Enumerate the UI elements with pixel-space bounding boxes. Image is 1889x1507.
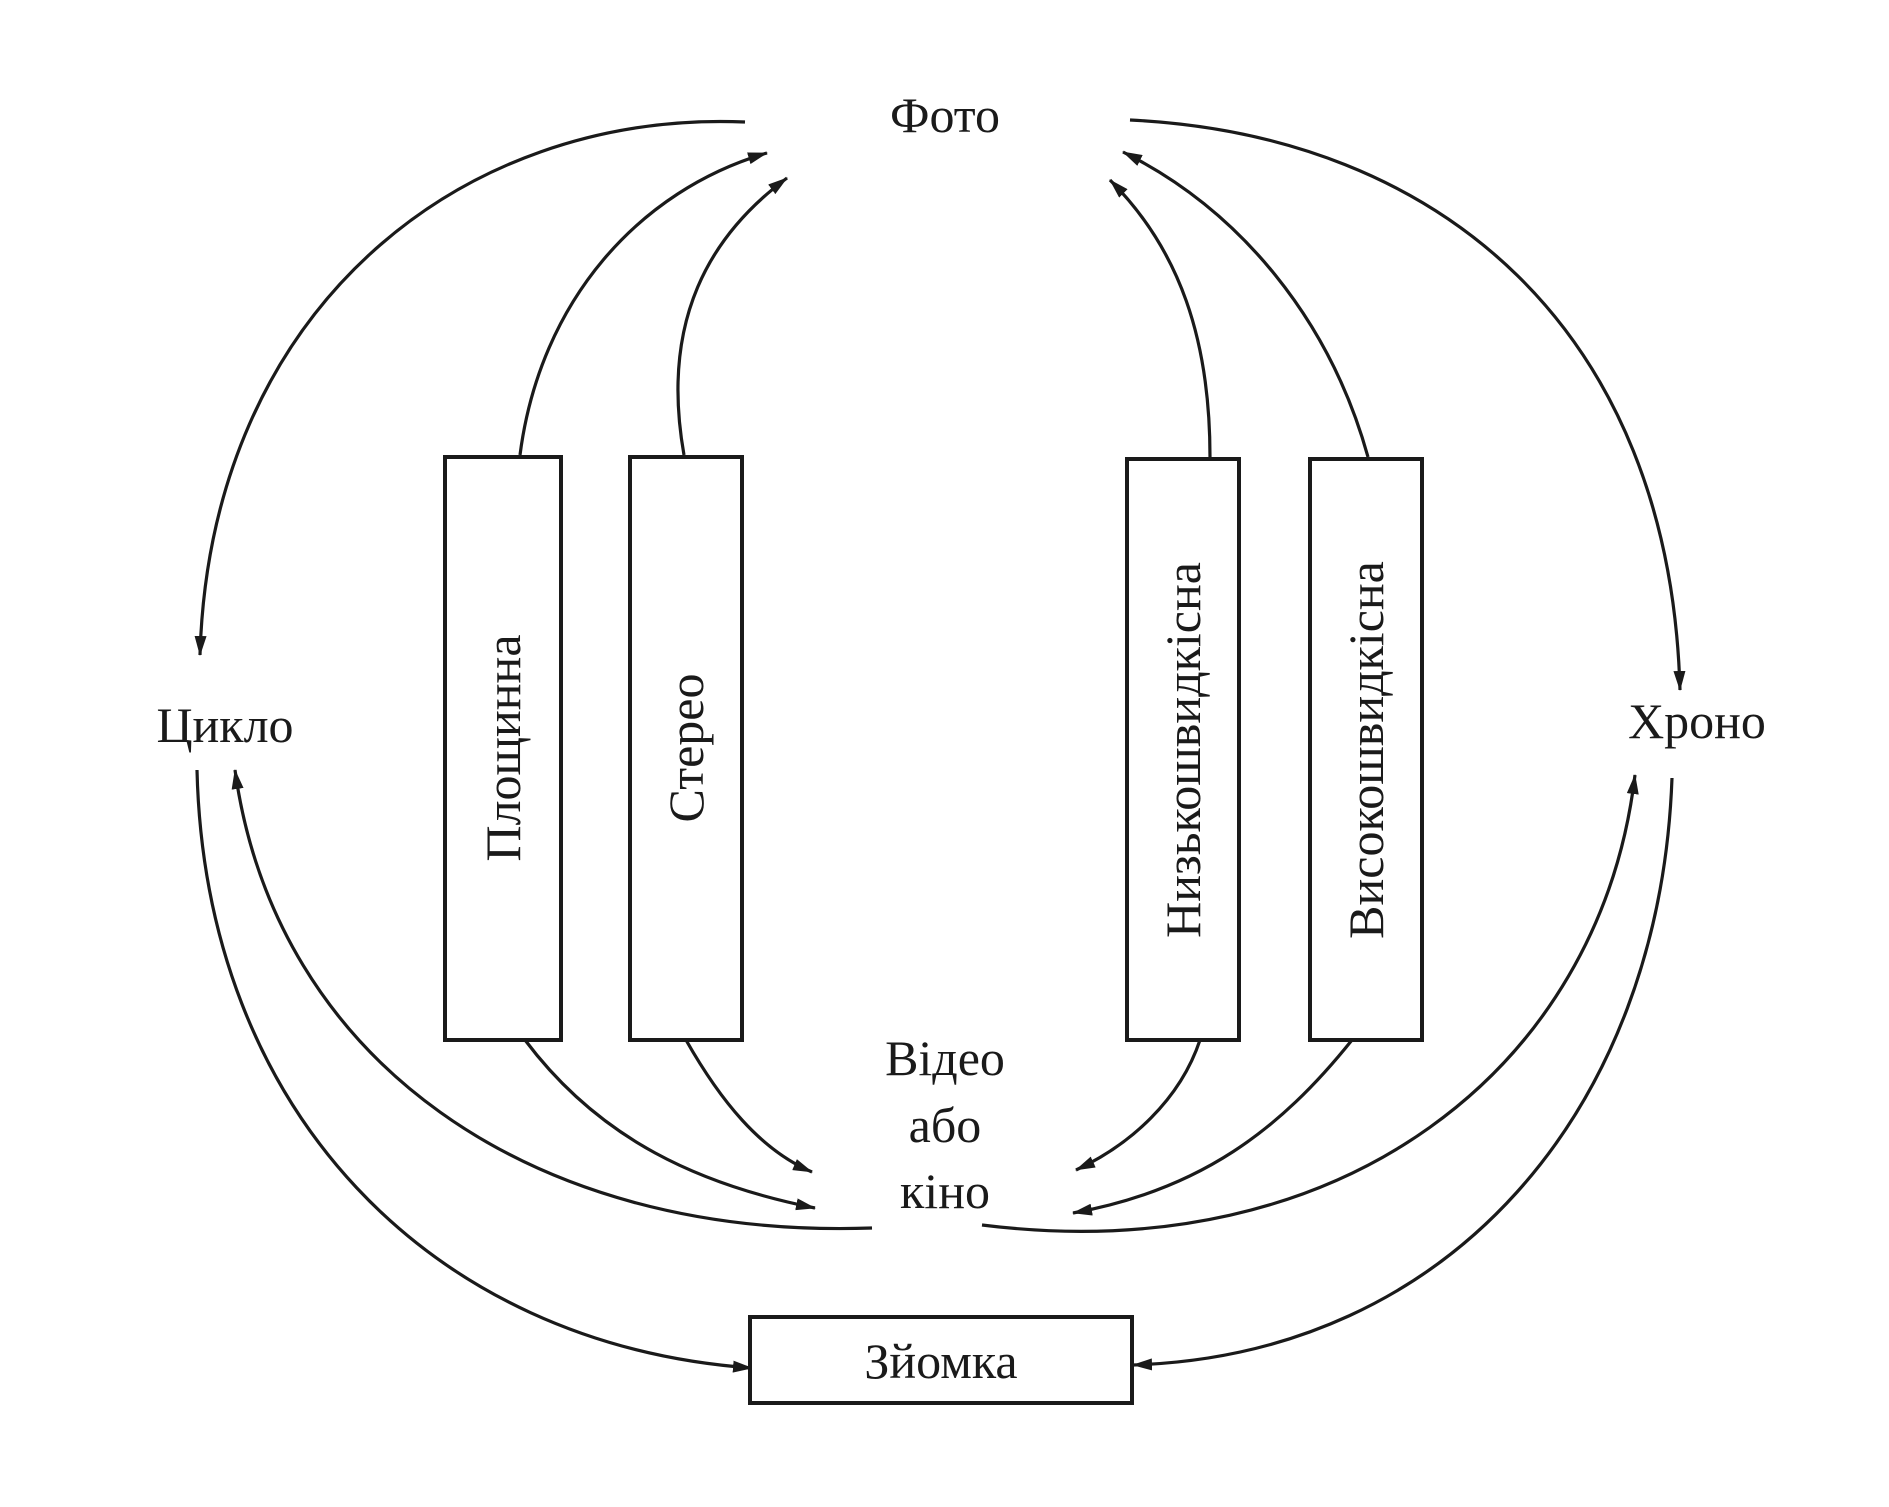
node-chrono: Хроно xyxy=(1628,693,1766,749)
method-label-planar: Площинна xyxy=(475,634,531,861)
method-label-high-speed: Високошвидкісна xyxy=(1338,561,1394,939)
arc-planar-foto xyxy=(518,151,768,456)
arc-chrono-shooting xyxy=(1132,777,1674,1371)
arc-highspeed-video xyxy=(1072,1039,1354,1216)
arc-lowspeed-video xyxy=(1075,1039,1202,1172)
method-box-high-speed: Високошвидкісна xyxy=(1308,457,1424,1042)
arc-cyclo-shooting xyxy=(195,769,753,1373)
shooting-label: Зйомка xyxy=(864,1333,1017,1389)
node-video: Відео або кіно xyxy=(885,1030,1005,1219)
node-foto: Фото xyxy=(890,87,1000,143)
arc-video-cyclo xyxy=(231,769,873,1231)
arc-video-chrono xyxy=(981,774,1639,1233)
arc-stereo-foto xyxy=(676,176,788,456)
node-video-line-1: Відео xyxy=(885,1030,1005,1086)
method-label-stereo: Стерео xyxy=(658,674,714,823)
node-cyclo: Цикло xyxy=(156,697,293,753)
arc-lowspeed-foto xyxy=(1108,178,1212,458)
arc-foto-chrono xyxy=(1129,118,1686,691)
node-video-line-2: або xyxy=(909,1097,982,1153)
method-box-stereo: Стерео xyxy=(628,455,744,1042)
arc-stereo-video xyxy=(684,1039,813,1174)
arc-highspeed-foto xyxy=(1122,150,1370,458)
node-video-line-3: кіно xyxy=(900,1163,990,1219)
shooting-box: Зйомка xyxy=(748,1315,1134,1405)
method-label-low-speed: Низькошвидкісна xyxy=(1155,562,1211,938)
arc-foto-cyclo xyxy=(194,119,746,656)
method-box-low-speed: Низькошвидкісна xyxy=(1125,457,1241,1042)
method-box-planar: Площинна xyxy=(443,455,563,1042)
arc-planar-video xyxy=(523,1039,816,1211)
